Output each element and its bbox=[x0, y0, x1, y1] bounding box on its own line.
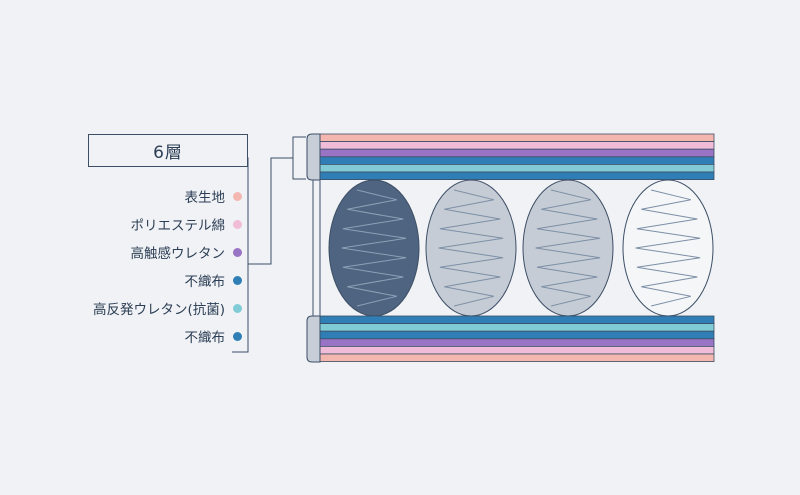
legend-connector bbox=[248, 157, 293, 265]
legend-item: 高触感ウレタン bbox=[60, 238, 242, 266]
legend-dot-icon bbox=[233, 275, 242, 285]
right-edge-mask bbox=[714, 178, 774, 318]
legend-item: 高反発ウレタン(抗菌) bbox=[60, 294, 242, 322]
legend-dot-icon bbox=[233, 219, 242, 229]
coil-spring bbox=[341, 189, 407, 307]
layer-legend: 表生地 ポリエステル綿 高触感ウレタン 不織布 高反発ウレタン(抗菌) 不織布 bbox=[60, 182, 242, 350]
bottom-layer-stack bbox=[319, 315, 715, 362]
layer-nonwoven bbox=[319, 315, 715, 324]
legend-dot-icon bbox=[233, 331, 242, 341]
layer-outer-fabric bbox=[319, 353, 715, 362]
legend-item: 表生地 bbox=[60, 182, 242, 210]
side-rail bbox=[312, 178, 321, 318]
layer-outer-fabric bbox=[319, 133, 715, 142]
pocket-coils bbox=[328, 178, 774, 318]
coil-spring bbox=[438, 189, 504, 307]
legend-label: 高反発ウレタン(抗菌) bbox=[92, 302, 225, 318]
layer-high-resilience-urethane bbox=[319, 163, 715, 173]
layer-nonwoven bbox=[319, 156, 715, 165]
legend-label: ポリエステル綿 bbox=[130, 218, 226, 234]
legend-dot-icon bbox=[233, 247, 242, 257]
layer-nonwoven bbox=[319, 171, 715, 180]
bottom-side-cap bbox=[306, 315, 321, 363]
legend-item: 不織布 bbox=[60, 322, 242, 350]
legend-label: 高触感ウレタン bbox=[130, 246, 226, 262]
legend-label: 不織布 bbox=[184, 330, 226, 346]
legend-dot-icon bbox=[233, 303, 242, 313]
top-layer-stack bbox=[319, 133, 715, 180]
layer-polyester-wadding bbox=[319, 345, 715, 355]
legend-label: 不織布 bbox=[184, 274, 226, 290]
layer-high-touch-urethane bbox=[319, 338, 715, 347]
layer-high-resilience-urethane bbox=[319, 323, 715, 332]
layer-polyester-wadding bbox=[319, 141, 715, 150]
legend-item: 不織布 bbox=[60, 266, 242, 294]
coil-spring bbox=[635, 189, 701, 307]
legend-item: ポリエステル綿 bbox=[60, 210, 242, 238]
top-side-cap bbox=[306, 133, 321, 181]
layer-count-title: 6層 bbox=[88, 134, 248, 167]
legend-dot-icon bbox=[233, 191, 242, 201]
coil-spring bbox=[535, 189, 601, 307]
legend-label: 表生地 bbox=[184, 190, 226, 206]
layer-nonwoven bbox=[319, 330, 715, 340]
top-bracket bbox=[292, 136, 306, 180]
layer-high-touch-urethane bbox=[319, 148, 715, 158]
